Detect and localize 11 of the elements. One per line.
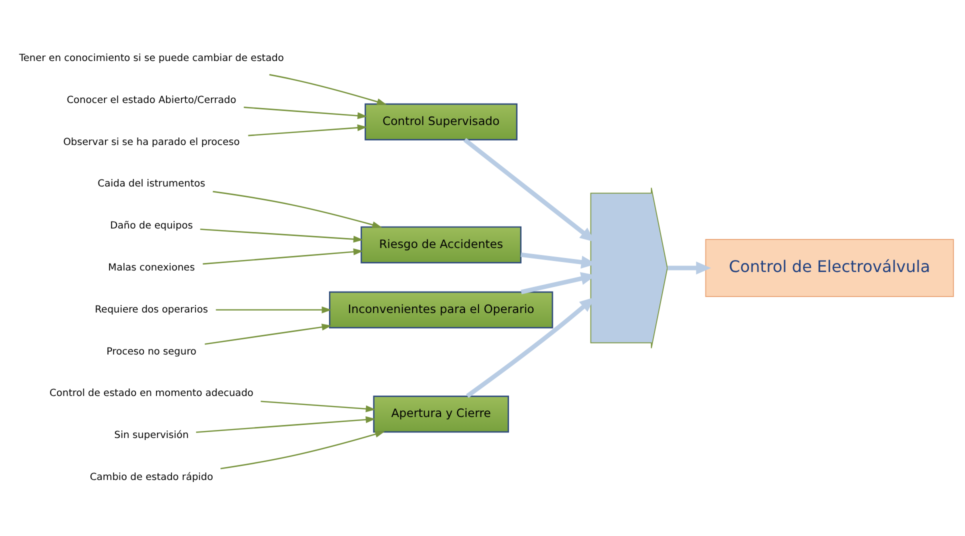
node-text: Control de estado en momento adecuado	[50, 388, 254, 400]
node-text: Malas conexiones	[108, 262, 195, 274]
node-text: Observar si se ha parado el proceso	[63, 136, 240, 148]
node-text: Caida del istrumentos	[98, 178, 206, 190]
node-text: Sin supervisión	[114, 430, 189, 442]
node-text: Daño de equipos	[110, 220, 193, 232]
node-text: Cambio de estado rápido	[90, 472, 214, 483]
node-text: Tener en conocimiento si se puede cambiar de estado	[19, 53, 284, 64]
node-text: Requiere dos operarios	[94, 304, 208, 316]
node-text: Conocer el estado Abierto/Cerrado	[66, 94, 236, 106]
node-text: Proceso no seguro	[106, 346, 196, 358]
